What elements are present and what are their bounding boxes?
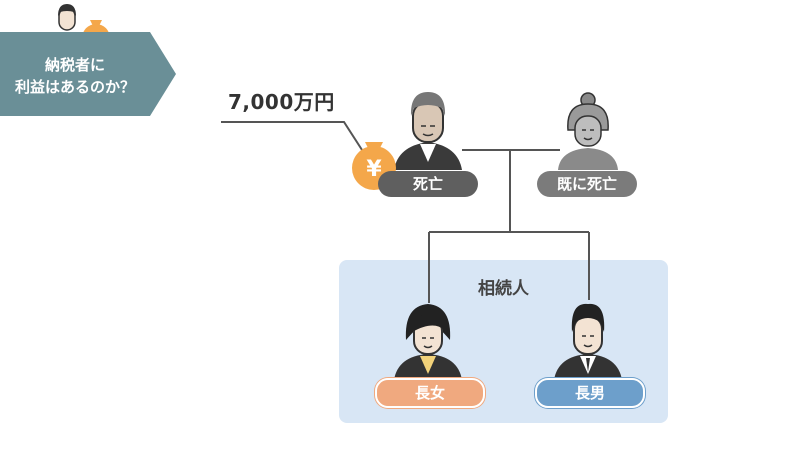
predeceased-badge: 既に死亡 [537,171,637,197]
svg-text:¥: ¥ [366,157,382,182]
banner-text: 納税者に 利益はあるのか？ [14,56,135,96]
question-banner [0,32,176,116]
eldest-son-badge: 長男 [535,378,645,408]
eldest-daughter-badge: 長女 [375,378,485,408]
son-icon [554,303,622,380]
daughter-icon [394,304,462,380]
inheritance-amount: 7,000万円 [228,90,335,114]
money-connector-line [221,121,365,154]
deceased-badge: 死亡 [378,171,478,197]
heirs-title: 相続人 [478,279,529,299]
grandmother-icon [558,92,618,170]
deceased-man-icon [394,92,462,170]
